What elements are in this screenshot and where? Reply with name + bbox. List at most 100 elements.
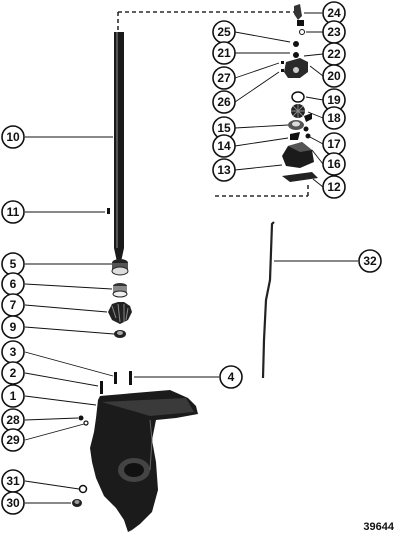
callout-label: 14 xyxy=(217,139,231,153)
face-plate xyxy=(291,91,305,103)
callout-circle xyxy=(1,384,25,408)
callout-label: 1 xyxy=(10,389,17,403)
shift-rod xyxy=(261,221,275,379)
callout-label: 15 xyxy=(217,121,231,135)
callout-circle xyxy=(1,315,25,339)
callout-25: 25 xyxy=(212,20,236,44)
callout-20: 20 xyxy=(322,64,346,88)
callout-label: 27 xyxy=(217,71,231,85)
callout-6: 6 xyxy=(1,272,25,296)
callout-circle xyxy=(212,66,236,90)
callout-circle xyxy=(1,491,25,515)
screw xyxy=(305,133,311,139)
callout-circle xyxy=(358,249,382,273)
callout-circle xyxy=(1,428,25,452)
washer xyxy=(293,52,299,58)
callout-32: 32 xyxy=(358,249,382,273)
screw xyxy=(303,126,309,132)
drive-shaft xyxy=(114,32,124,262)
callout-12: 12 xyxy=(322,175,346,199)
callout-27: 27 xyxy=(212,66,236,90)
callout-14: 14 xyxy=(212,134,236,158)
washer xyxy=(78,484,88,494)
callout-label: 3 xyxy=(10,345,17,359)
callout-17: 17 xyxy=(322,132,346,156)
callout-label: 10 xyxy=(6,130,20,144)
stud xyxy=(100,381,103,394)
callout-11: 11 xyxy=(1,200,25,224)
gasket xyxy=(290,132,300,140)
callout-label: 21 xyxy=(217,46,231,60)
callout-18: 18 xyxy=(322,106,346,130)
callout-label: 16 xyxy=(327,157,341,171)
bushing xyxy=(112,283,128,298)
callout-label: 25 xyxy=(217,25,231,39)
dowel-pin xyxy=(129,371,132,385)
figure-number: 39644 xyxy=(363,521,394,533)
callout-circle xyxy=(212,41,236,65)
callout-label: 2 xyxy=(10,366,17,380)
callout-label: 30 xyxy=(6,496,20,510)
o-ring xyxy=(299,29,305,35)
impeller-key xyxy=(304,113,312,122)
callout-label: 9 xyxy=(10,320,17,334)
impeller-plate xyxy=(288,120,304,130)
bearing xyxy=(111,259,129,276)
callout-label: 11 xyxy=(7,205,20,219)
gasket-plate xyxy=(282,172,318,182)
water-pump-group-outline xyxy=(117,11,309,197)
callout-label: 6 xyxy=(10,277,17,291)
callout-21: 21 xyxy=(212,41,236,65)
callout-circle xyxy=(1,200,25,224)
pin xyxy=(281,61,284,64)
water-pump-base-top xyxy=(288,142,312,152)
callout-1: 1 xyxy=(1,384,25,408)
callout-16: 16 xyxy=(322,152,346,176)
drive-shaft-pin xyxy=(107,208,110,214)
callout-10: 10 xyxy=(1,125,25,149)
pinion-nut xyxy=(114,330,126,338)
callout-30: 30 xyxy=(1,491,25,515)
callout-label: 32 xyxy=(363,254,377,268)
callout-13: 13 xyxy=(212,158,236,182)
callout-3: 3 xyxy=(1,340,25,364)
callout-circle xyxy=(1,125,25,149)
callout-label: 7 xyxy=(10,298,17,312)
callout-label: 19 xyxy=(327,93,341,107)
gear-housing xyxy=(90,390,198,532)
dowel-pin xyxy=(114,372,117,384)
callout-24: 24 xyxy=(322,1,346,25)
callout-4: 4 xyxy=(219,365,243,389)
callout-label: 26 xyxy=(217,95,231,109)
callout-circle xyxy=(219,365,243,389)
callout-label: 20 xyxy=(327,69,341,83)
callout-circle xyxy=(212,134,236,158)
callout-label: 5 xyxy=(10,257,17,271)
callout-circle xyxy=(212,158,236,182)
callout-31: 31 xyxy=(1,469,25,493)
callout-label: 24 xyxy=(327,6,341,20)
callout-28: 28 xyxy=(1,408,25,432)
grommet xyxy=(297,20,304,26)
callout-23: 23 xyxy=(322,20,346,44)
callout-label: 12 xyxy=(327,180,341,194)
pin xyxy=(281,69,284,72)
callout-circle xyxy=(1,361,25,385)
callout-5: 5 xyxy=(1,252,25,276)
water-pump-body-hole xyxy=(293,67,299,73)
callout-label: 29 xyxy=(6,433,20,447)
callout-26: 26 xyxy=(212,90,236,114)
callout-label: 31 xyxy=(6,474,20,488)
callout-2: 2 xyxy=(1,361,25,385)
impeller xyxy=(291,104,305,118)
callout-label: 17 xyxy=(327,137,341,151)
callout-label: 18 xyxy=(327,111,341,125)
screw xyxy=(78,415,84,421)
pinion-gear xyxy=(108,302,132,324)
callout-label: 22 xyxy=(327,47,341,61)
callout-circle xyxy=(212,90,236,114)
callout-label: 13 xyxy=(217,163,231,177)
callout-29: 29 xyxy=(1,428,25,452)
washer xyxy=(83,420,89,426)
